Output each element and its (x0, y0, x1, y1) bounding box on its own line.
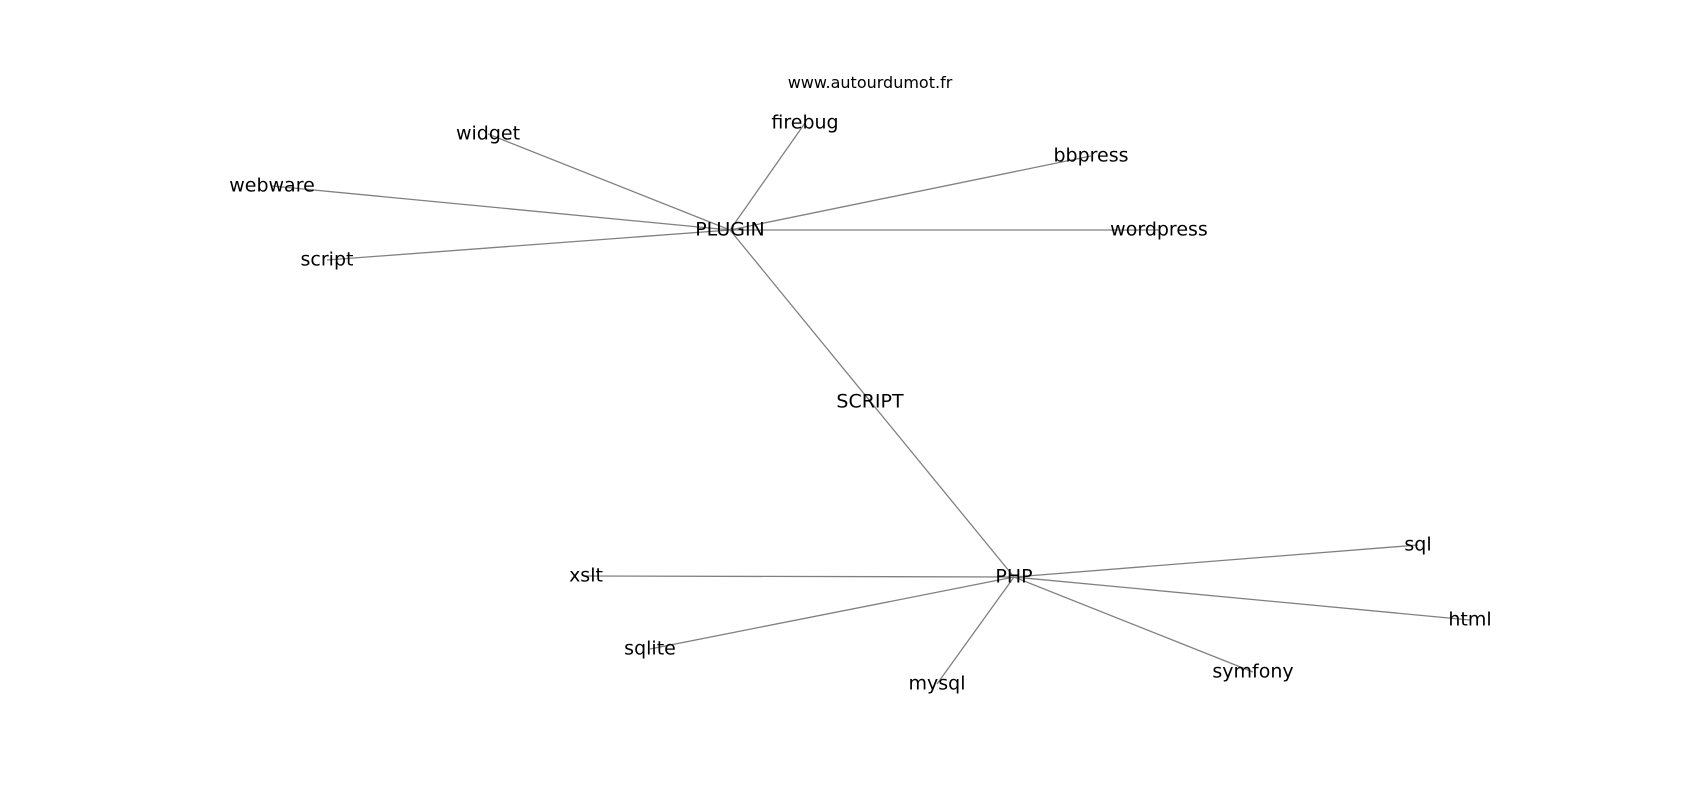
node-label-wordpress: wordpress (1110, 219, 1208, 241)
graph-nodes: SCRIPT PLUGIN PHP widget firebug bbpress webwa… (229, 112, 1491, 695)
edge-plugin-script (326, 229, 731, 261)
node-label-widget: widget (456, 123, 520, 145)
edge-plugin-widget (487, 133, 731, 231)
edge-php-mysql (936, 576, 1015, 685)
node-label-xslt: xslt (569, 565, 603, 587)
node-label-html: html (1448, 609, 1491, 631)
node-label-script-hub: SCRIPT (836, 391, 904, 413)
edge-plugin-bbpress (729, 155, 1092, 231)
node-label-script: script (301, 249, 354, 271)
node-label-firebug: firebug (771, 112, 838, 134)
edge-plugin-webware (271, 185, 731, 231)
edge-php-sql (1013, 544, 1419, 578)
edge-php-symfony (1013, 576, 1254, 673)
edge-php-sqlite (649, 576, 1015, 650)
node-label-symfony: symfony (1212, 661, 1293, 683)
source-label: www.autourdumot.fr (788, 73, 953, 92)
edge-php-xslt (585, 575, 1015, 578)
node-label-mysql: mysql (909, 673, 966, 695)
node-label-php: PHP (995, 566, 1032, 588)
node-label-webware: webware (229, 175, 315, 197)
edge-plugin-firebug (729, 122, 806, 231)
edge-plugin-php (729, 229, 1015, 578)
node-label-plugin-hub: PLUGIN (695, 219, 765, 241)
node-label-bbpress: bbpress (1053, 145, 1128, 167)
node-label-sql: sql (1404, 534, 1431, 556)
graph-edges (271, 122, 1471, 685)
edge-php-html (1013, 576, 1471, 621)
node-label-sqlite: sqlite (624, 638, 676, 660)
